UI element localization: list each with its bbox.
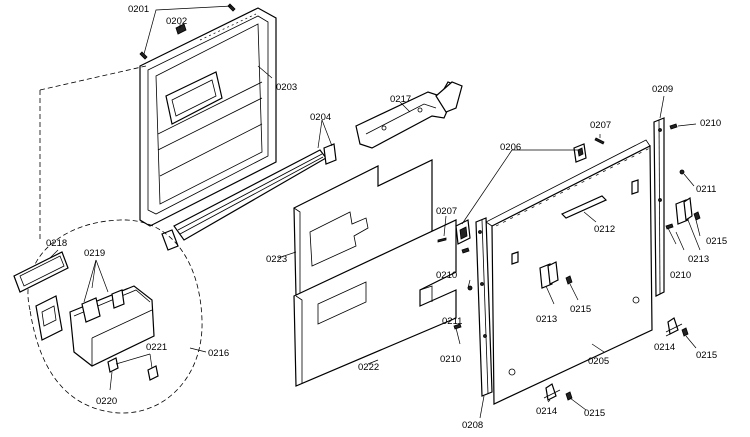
label-0213-center: 0213 [536, 314, 557, 325]
label-0216: 0216 [208, 348, 229, 359]
label-0209: 0209 [652, 84, 673, 95]
inner-door-panel [139, 7, 277, 227]
label-0211-left: 0211 [442, 316, 462, 327]
control-module-group [13, 65, 203, 414]
label-0215-bottom: 0215 [584, 408, 605, 419]
label-0201: 0201 [128, 4, 149, 15]
label-0210-right-upper: 0210 [700, 118, 721, 129]
label-0204: 0204 [310, 112, 331, 123]
label-0213-right: 0213 [688, 254, 709, 265]
label-0211-right: 0211 [696, 184, 716, 195]
label-0223: 0223 [266, 254, 287, 265]
hinge-bracket [355, 81, 463, 149]
part-labels: 0201 0202 0203 0204 0217 0223 0222 0206 … [46, 4, 727, 431]
label-0212: 0212 [594, 224, 615, 235]
label-0215-right-upper: 0215 [706, 236, 727, 247]
screw-0207 [437, 137, 605, 243]
leader-lines [49, 65, 701, 419]
label-0221: 0221 [146, 342, 167, 353]
label-0208: 0208 [462, 420, 483, 431]
label-0206: 0206 [500, 142, 521, 153]
label-0202: 0202 [166, 16, 187, 27]
label-0218: 0218 [46, 238, 67, 249]
bracket-0214 [543, 317, 683, 401]
label-0219: 0219 [84, 248, 105, 259]
clip-0202 [175, 23, 187, 35]
label-0220: 0220 [96, 396, 117, 407]
small-fasteners [453, 123, 701, 401]
latch-0206 [455, 143, 587, 245]
kick-strip [161, 119, 337, 251]
insulation-panel-lower [293, 219, 457, 387]
label-0210-left-upper: 0210 [436, 270, 457, 281]
label-0210-left-lower: 0210 [440, 354, 461, 365]
left-side-trim [475, 217, 493, 397]
right-side-trim [653, 117, 665, 297]
label-0214-bottom: 0214 [536, 406, 557, 417]
outer-door-panel [485, 139, 653, 405]
label-0207-upper: 0207 [590, 120, 611, 131]
label-0205: 0205 [588, 356, 609, 367]
label-0210-right-lower: 0210 [670, 270, 691, 281]
label-0207-lower: 0207 [436, 206, 457, 217]
label-0215-center: 0215 [570, 304, 591, 315]
label-0214-right: 0214 [654, 342, 675, 353]
label-0217: 0217 [390, 94, 411, 105]
screw-0201 [139, 3, 236, 60]
bracket-0213 [539, 196, 693, 289]
label-0215-right-lower: 0215 [696, 350, 717, 361]
label-0222: 0222 [358, 362, 379, 373]
label-0203: 0203 [276, 82, 297, 93]
